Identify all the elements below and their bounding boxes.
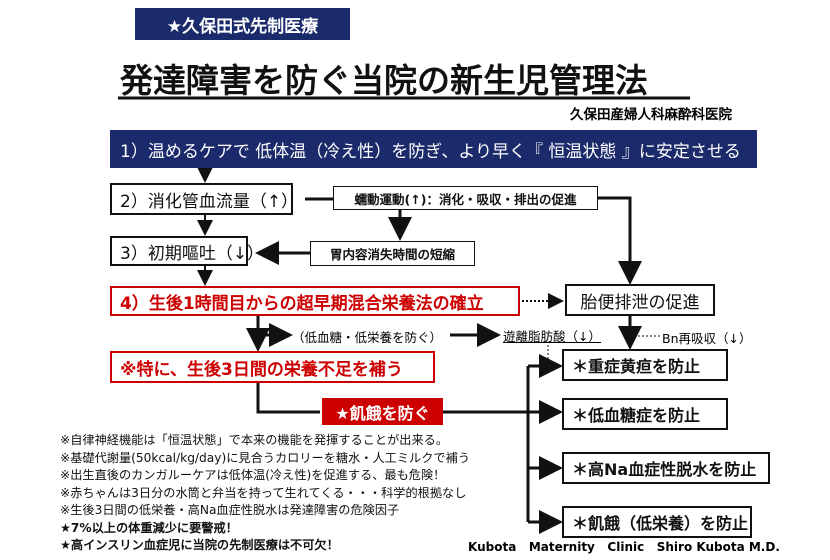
special-box: ※特に、生後3日間の栄養不足を補う <box>110 351 435 383</box>
notes-list: ※自律神経機能は「恒温状態」で本来の機能を発揮することが出来る。 ※基礎代謝量(… <box>60 432 470 555</box>
step4-box: 4）生後1時間目からの超早期混合栄養法の確立 <box>110 286 520 316</box>
badge: ★久保田式先制医療 <box>135 8 350 40</box>
gastric-box: 胃内容消失時間の短縮 <box>310 241 475 266</box>
page-title: 発達障害を防ぐ当院の新生児管理法 <box>120 61 648 100</box>
peristalsis-box: 蠕動運動(↑)：消化・吸収・排出の促進 <box>333 186 598 210</box>
note-item: ★高インスリン血症児に当院の先制医療は不可欠！ <box>60 538 339 552</box>
outcome-box: ＊低血糖症を防止 <box>562 398 728 430</box>
note-item: ※生後3日間の低栄養・高Na血症性脱水は発達障害の危険因子 <box>60 503 400 517</box>
prevent-label: （低血糖・低栄養を防ぐ） <box>292 330 443 345</box>
note-item: ※自律神経機能は「恒温状態」で本来の機能を発揮することが出来る。 <box>60 433 449 447</box>
footer-credit: Kubota Maternity Clinic Shiro Kubota M.D… <box>468 540 780 554</box>
step1-box: 1）温めるケアで 低体温（冷え性）を防ぎ、より早く『 恒温状態 』に安定させる <box>110 130 757 168</box>
note-item: ※基礎代謝量(50kcal/kg/day)に見合うカロリーを糖水・人工ミルクで補… <box>60 450 470 465</box>
outcome-box: ＊高Na血症性脱水を防止 <box>562 452 770 484</box>
meconium-box: 胎便排泄の促進 <box>565 284 715 316</box>
note-item: ★7%以上の体重減少に要警戒！ <box>60 520 238 535</box>
note-item: ※出生直後のカンガルーケアは低体温(冷え性)を促進する、最も危険！ <box>60 468 446 482</box>
bn-label: Bn再吸収（↓） <box>662 331 752 346</box>
step2-box: 2）消化管血流量（↑） <box>110 183 298 215</box>
outcome-box: ＊重症黄疸を防止 <box>562 349 728 381</box>
note-item: ※赤ちゃんは3日分の水筒と弁当を持って生れてくる・・・科学的根拠なし <box>60 485 467 500</box>
clinic-name: 久保田産婦人科麻酔科医院 <box>570 107 732 123</box>
ffa-label: 遊離脂肪酸（↓） <box>503 329 601 344</box>
starvation-badge: ★飢餓を防ぐ <box>322 398 443 425</box>
outcome-box: ＊飢餓（低栄養）を防止 <box>562 506 752 538</box>
step3-box: 3）初期嘔吐（↓） <box>110 236 264 266</box>
